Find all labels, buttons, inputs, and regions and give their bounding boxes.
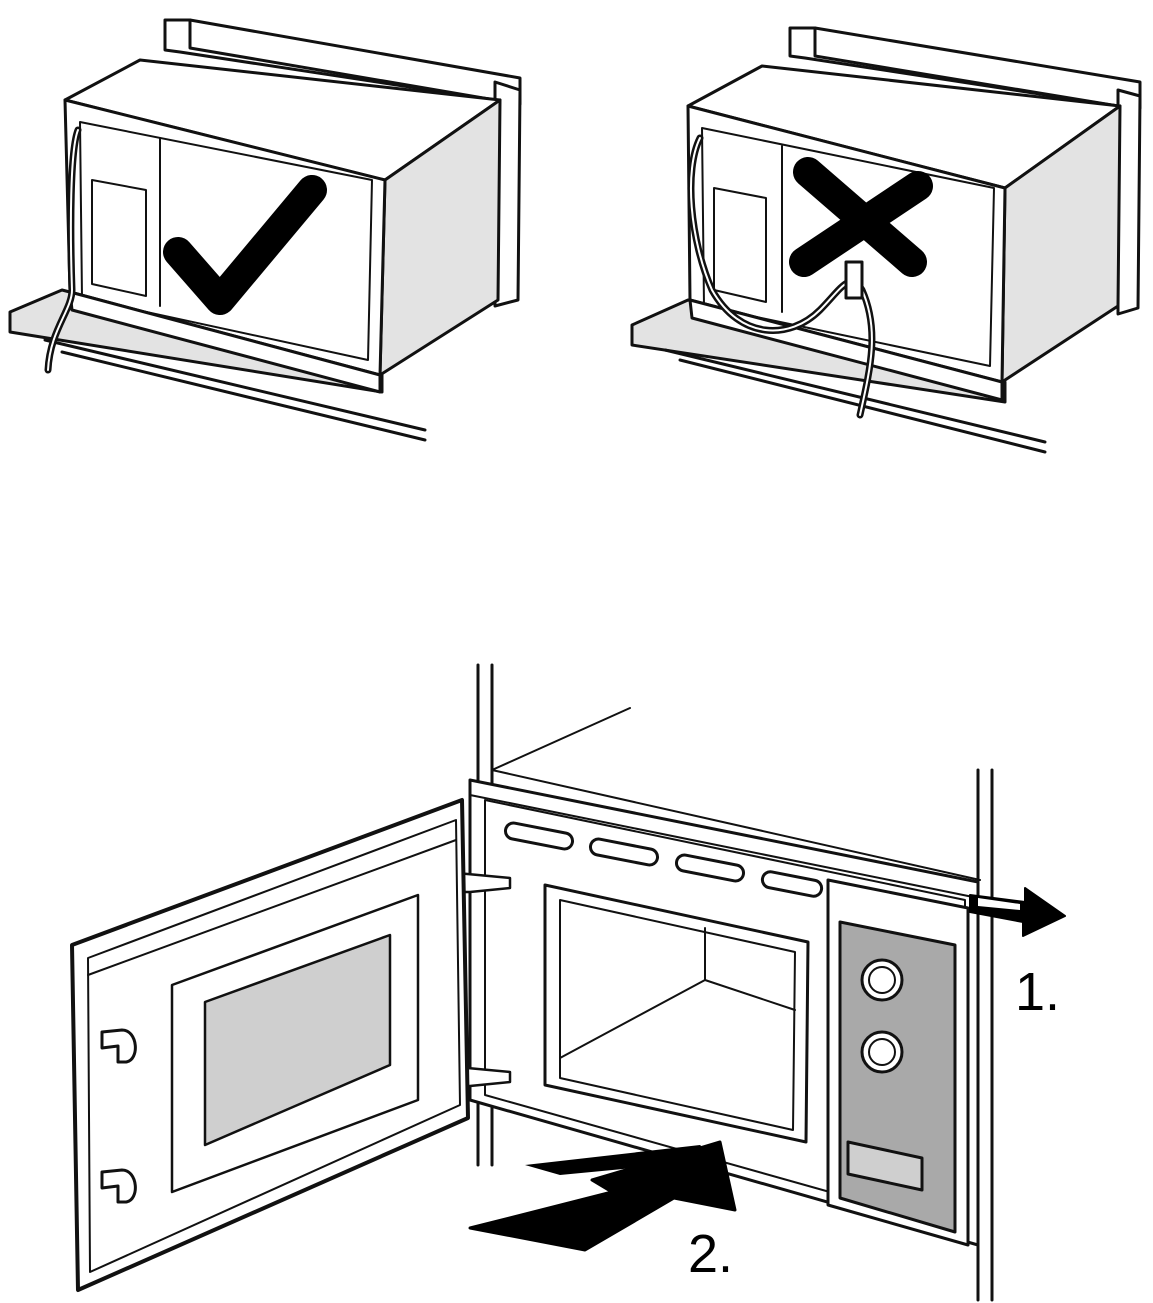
step-1-label: 1. (1015, 962, 1060, 1022)
label-plate (91, 179, 147, 297)
display-window (846, 1140, 924, 1192)
incorrect-cable-panel (630, 26, 1142, 454)
label-plate (713, 187, 767, 303)
checkmark-icon (163, 175, 327, 315)
socket (844, 260, 864, 300)
door-latches (100, 1028, 137, 1204)
arrow-icon (468, 1140, 737, 1252)
oven-cavity (543, 883, 810, 1144)
vent-slots (503, 821, 824, 898)
step-2-label: 2. (688, 1224, 733, 1284)
arrow-icon (969, 887, 1066, 937)
cross-icon (789, 157, 933, 277)
installation-step-panel (70, 663, 1066, 1302)
correct-cable-panel (8, 18, 522, 442)
door-window (203, 933, 392, 1147)
